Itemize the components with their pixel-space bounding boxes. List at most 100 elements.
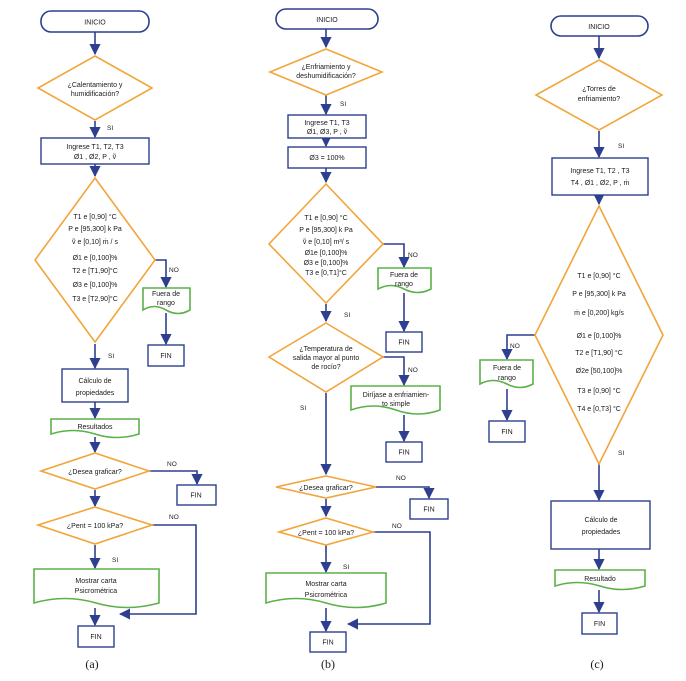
- a-input-box: [40, 137, 150, 165]
- b-decision-dewpoint: [267, 322, 385, 393]
- c-q1-line1: ¿Torres de: [582, 86, 616, 93]
- c-ranges: T1 e [0,90] °C P e [95,300] k Pa ṁ e [0,…: [572, 272, 626, 413]
- b-end-box-1: [385, 331, 423, 353]
- b-decision-cooling: [267, 48, 385, 96]
- a-q2-text: ¿Desea graficar?: [68, 469, 122, 476]
- a-end-box-2: [176, 484, 217, 506]
- a-chart-line1: Mostrar carta: [75, 578, 116, 585]
- b-end-text-3: FIN: [423, 507, 434, 514]
- c-input-line1: Ingrese T1, T2 , T3: [570, 168, 629, 175]
- c-range-t3: T3 e [0,90] °C: [577, 387, 620, 395]
- flowchart-c: INICIO ¿Torres de enfriamiento? SI Ingre…: [479, 15, 664, 671]
- c-no-1: NO: [510, 343, 520, 350]
- b-simple-cooling-line1: Diríjase a enfriamien-: [363, 392, 430, 399]
- c-out-of-range-line2: rango: [498, 375, 516, 382]
- b-end-box-3: [409, 498, 449, 520]
- a-no-1: NO: [169, 267, 179, 274]
- a-end-text-3: FIN: [90, 634, 101, 641]
- a-range-t2: T2 e [T1,90]°C: [72, 267, 118, 275]
- a-q3-text: ¿Pent = 100 kPa?: [67, 523, 123, 530]
- b-start-terminal: [275, 8, 379, 30]
- a-yes-2: SI: [108, 353, 114, 360]
- b-input-line2: Ø1, Ø3, P , ṽ: [307, 129, 348, 136]
- c-yes-1: SI: [618, 143, 624, 150]
- b-out-of-range-line1: Fuera de: [390, 272, 418, 279]
- c-q1-line2: enfriamiento?: [578, 96, 621, 103]
- c-decision-ranges: [534, 204, 664, 466]
- a-calc-box: [61, 368, 129, 403]
- a-ranges: T1 e [0,90] °C P e [95,300] k Pa ṽ e [0,…: [68, 213, 122, 303]
- a-decision-heating: [36, 55, 154, 121]
- b-out-of-range-doc: [377, 267, 432, 294]
- b-yes-4: SI: [343, 564, 349, 571]
- c-range-t1: T1 e [0,90] °C: [577, 272, 620, 280]
- b-no-1: NO: [408, 252, 418, 259]
- c-range-t4: T4 e [0,T3] °C: [577, 405, 621, 413]
- a-range-v: ṽ e [0,10] ṁ / s: [72, 239, 118, 246]
- c-range-m: ṁ e [0,200] kg/s: [574, 310, 624, 317]
- c-calc-box: [550, 500, 651, 550]
- a-out-of-range-line2: rango: [157, 300, 175, 307]
- c-range-t2: T2 e [T1,90] °C: [575, 349, 623, 357]
- a-out-of-range-doc: [142, 287, 191, 315]
- c-input-line2: T4 , Ø1 , Ø2, P , ṁ: [571, 180, 630, 187]
- c-range-phi1: Ø1 e [0,100]%: [577, 333, 622, 340]
- b-phi3-box: [287, 146, 367, 169]
- c-end-text-2: FIN: [594, 621, 605, 628]
- b-q3-text: ¿Desea graficar?: [299, 485, 353, 492]
- c-result-text: Resultado: [584, 576, 616, 583]
- b-decision-graph: [275, 475, 377, 499]
- b-range-p: P e [95,300] k Pa: [299, 227, 353, 234]
- a-yes-3: SI: [112, 557, 118, 564]
- c-start-terminal: [550, 15, 649, 37]
- a-q1-line2: humidificación?: [71, 91, 119, 98]
- b-end-text-2: FIN: [398, 450, 409, 457]
- a-start-text: INICIO: [84, 20, 106, 27]
- a-input-line2: Ø1 , Ø2, P , ṽ: [74, 154, 117, 161]
- a-caption: (a): [85, 657, 98, 671]
- a-no-3: NO: [169, 514, 179, 521]
- b-q2-line3: de rocío?: [311, 364, 340, 371]
- b-no-3: NO: [396, 475, 406, 482]
- b-simple-cooling-doc: [350, 385, 441, 415]
- b-q2-line1: ¿Temperatura de: [299, 346, 352, 353]
- a-end-box-3: [77, 625, 115, 648]
- b-input-box: [287, 114, 367, 139]
- b-end-box-4: [309, 631, 347, 653]
- b-chart-doc: [265, 572, 387, 609]
- c-calc-line2: propiedades: [582, 529, 621, 536]
- b-start-text: INICIO: [316, 17, 338, 24]
- a-results-text: Resultados: [77, 424, 113, 431]
- c-start-text: INICIO: [588, 24, 610, 31]
- c-caption: (c): [590, 657, 603, 671]
- b-no-2: NO: [408, 367, 418, 374]
- b-yes-2: SI: [344, 312, 350, 319]
- b-decision-ranges: [267, 182, 385, 305]
- b-phi3-text: Ø3 = 100%: [309, 155, 344, 162]
- a-no-2: NO: [167, 461, 177, 468]
- b-chart-line2: Psicrométrica: [305, 592, 348, 599]
- a-calc-line2: propiedades: [76, 390, 115, 397]
- a-input-line1: Ingrese T1, T2, T3: [66, 144, 123, 151]
- a-start-terminal: [40, 10, 150, 33]
- a-end-text-1: FIN: [160, 353, 171, 360]
- b-q1-line2: deshumidificación?: [296, 73, 356, 80]
- b-q1-line1: ¿Enfriamiento y: [301, 64, 351, 71]
- a-decision-graph: [38, 452, 152, 490]
- a-decision-ranges: [34, 176, 156, 344]
- b-yes-3: SI: [300, 405, 306, 412]
- c-range-phi2: Ø2e [50,100]%: [576, 368, 623, 375]
- c-out-of-range-line1: Fuera de: [493, 365, 521, 372]
- c-end-box-2: [581, 612, 618, 635]
- c-end-text-1: FIN: [501, 429, 512, 436]
- c-input-box: [551, 157, 649, 196]
- c-result-doc: [554, 569, 646, 591]
- a-end-text-2: FIN: [190, 493, 201, 500]
- a-q1-line1: ¿Calentamiento y: [68, 82, 123, 89]
- b-range-t3: T3 e [0,T1]°C: [305, 269, 347, 277]
- flowchart-b: INICIO ¿Enfriamiento y deshumidificación…: [265, 8, 449, 671]
- c-decision-towers: [534, 59, 664, 131]
- a-yes-1: SI: [107, 125, 113, 132]
- b-range-v: ṽ e [0,10] m³/ s: [303, 239, 350, 246]
